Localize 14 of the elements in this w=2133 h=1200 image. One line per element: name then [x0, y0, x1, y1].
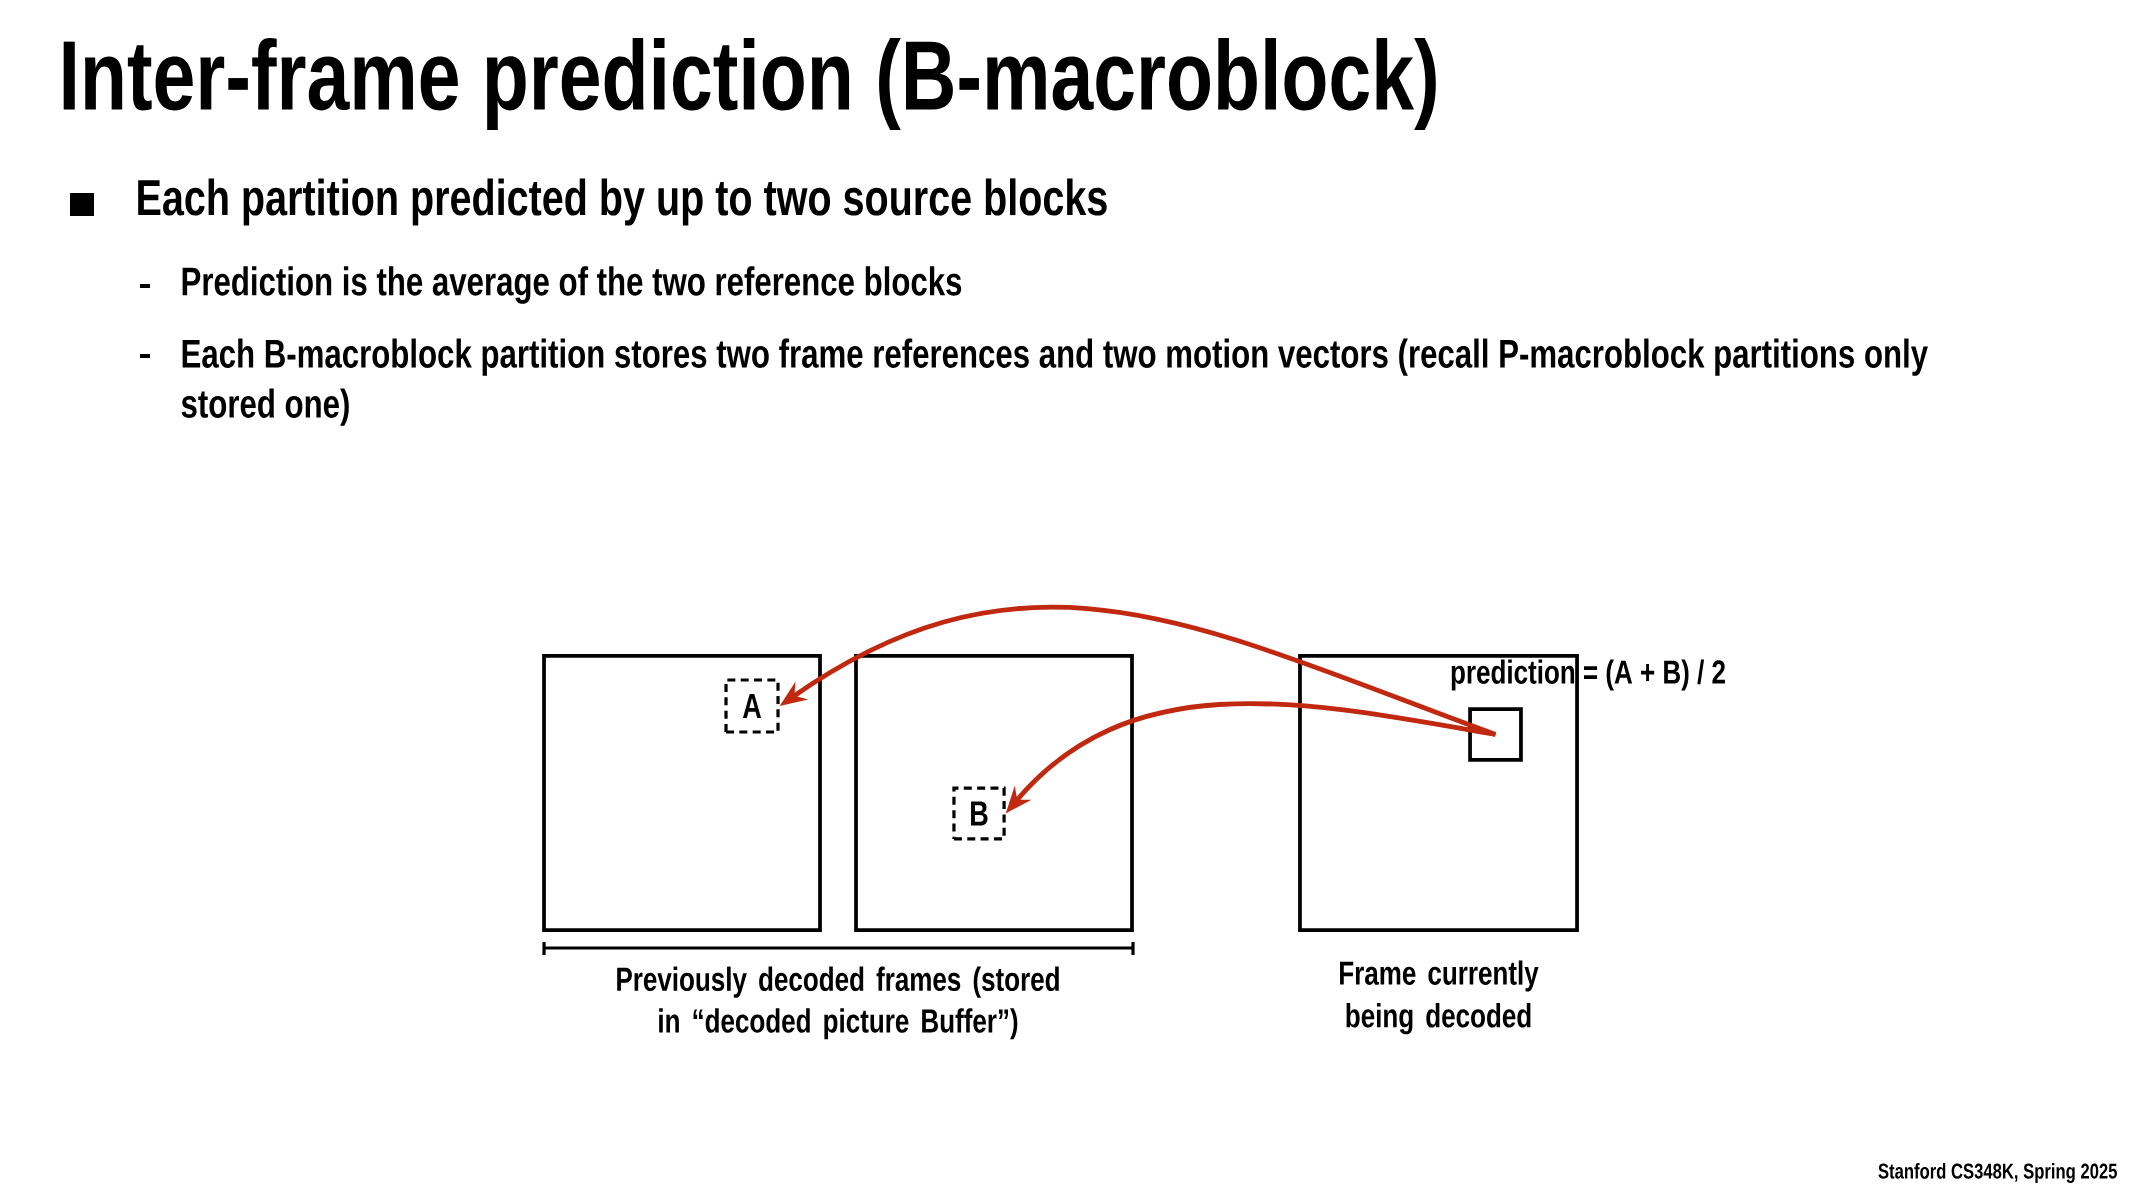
frame-box	[1298, 654, 1579, 932]
title: Inter-frame prediction (B-macroblock)	[63, 38, 1436, 130]
formula-label: prediction = (A + B) / 2	[1451, 659, 1725, 691]
bullet-text: Each partition predicted by up to two source blocks	[138, 178, 1107, 226]
frame-caption: Frame currently being decoded	[1340, 960, 1539, 1035]
sub-bullet-text: Prediction is the average of the two reference blocks	[182, 266, 962, 304]
frame-box	[854, 654, 1134, 932]
sub-bullet-text: Each B-macroblock partition stores two frame references and two motion vectors (recall P-macroblock partitions only stored one)	[181, 338, 1928, 426]
frame-box	[542, 654, 822, 932]
footer-text: Stanford CS348K, Spring 2025	[1878, 1163, 2117, 1183]
bracket-label: Previously decoded frames (stored in “decoded picture Buffer”)	[617, 966, 1059, 1040]
block-box: A	[724, 678, 780, 734]
block-box: B	[952, 786, 1006, 841]
block-box	[1468, 707, 1523, 762]
